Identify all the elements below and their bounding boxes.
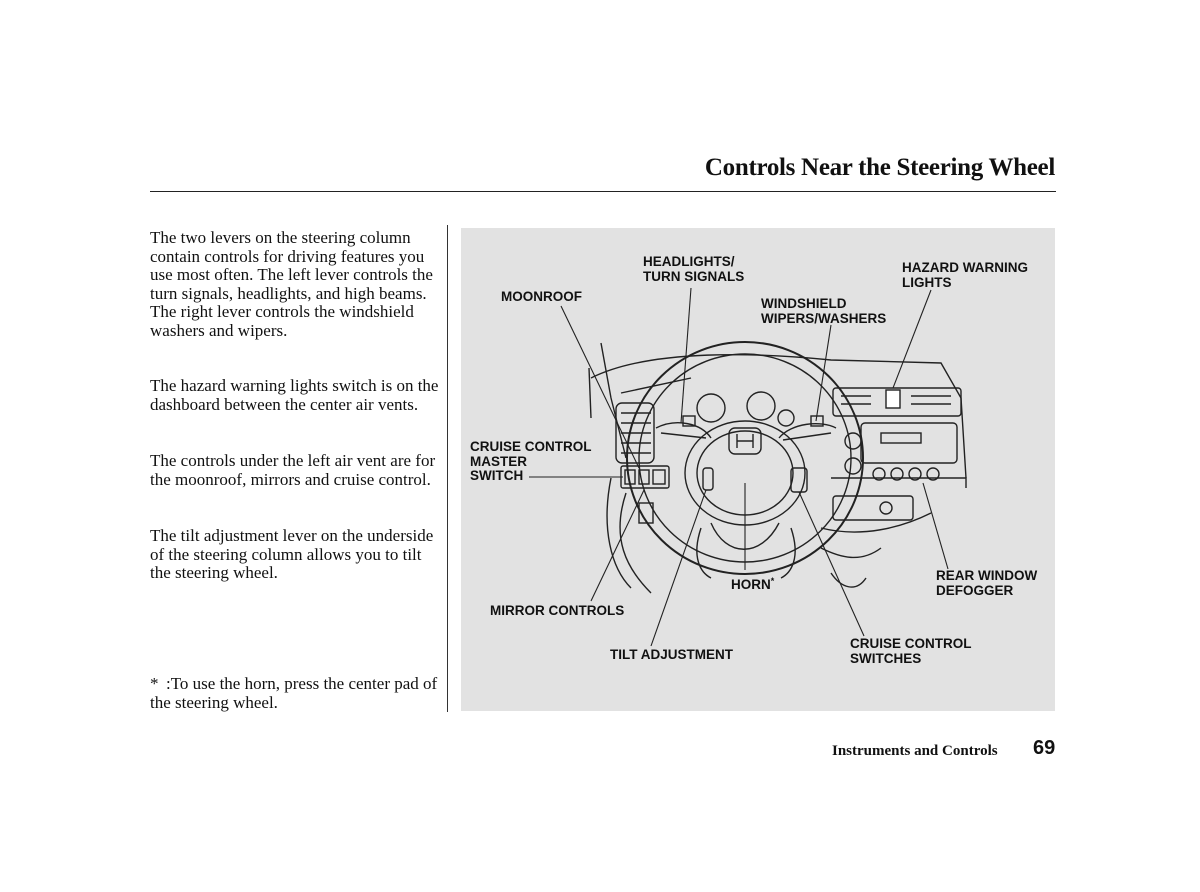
column-divider bbox=[447, 225, 448, 712]
label-horn-mark: * bbox=[770, 576, 775, 586]
header-rule bbox=[150, 191, 1056, 192]
steering-wheel-figure: HEADLIGHTS/ TURN SIGNALS HAZARD WARNING … bbox=[461, 228, 1055, 711]
label-mirror-controls: MIRROR CONTROLS bbox=[490, 603, 625, 618]
paragraph-vent-controls: The controls under the left air vent are… bbox=[150, 451, 436, 489]
label-tilt-adjustment: TILT ADJUSTMENT bbox=[610, 647, 733, 662]
label-headlights-turn-signals: HEADLIGHTS/ TURN SIGNALS bbox=[643, 254, 745, 284]
paragraph-hazard: The hazard warning lights switch is on t… bbox=[150, 376, 439, 414]
label-cruise-control-switches: CRUISE CONTROL SWITCHES bbox=[850, 636, 972, 666]
footnote-text: :To use the horn, press the center pad o… bbox=[150, 674, 438, 712]
steering-wheel-illustration bbox=[529, 287, 967, 647]
footnote-mark: * bbox=[150, 674, 159, 693]
footnote: *:To use the horn, press the center pad … bbox=[150, 674, 440, 712]
page-title: Controls Near the Steering Wheel bbox=[704, 154, 1055, 181]
page-number: 69 bbox=[1033, 737, 1056, 759]
label-windshield-wipers-washers: WINDSHIELD WIPERS/WASHERS bbox=[761, 296, 887, 326]
paragraph-tilt: The tilt adjustment lever on the undersi… bbox=[150, 526, 434, 583]
footer-section-title: Instruments and Controls bbox=[832, 743, 998, 759]
label-horn: HORN* bbox=[731, 574, 774, 593]
label-moonroof: MOONROOF bbox=[501, 289, 582, 304]
label-cruise-control-master-switch: CRUISE CONTROL MASTER SWITCH bbox=[470, 439, 592, 483]
label-horn-text: HORN bbox=[731, 577, 771, 592]
paragraph-levers: The two levers on the steering column co… bbox=[150, 228, 433, 340]
label-hazard-warning-lights: HAZARD WARNING LIGHTS bbox=[902, 260, 1028, 290]
label-rear-window-defogger: REAR WINDOW DEFOGGER bbox=[936, 568, 1038, 598]
